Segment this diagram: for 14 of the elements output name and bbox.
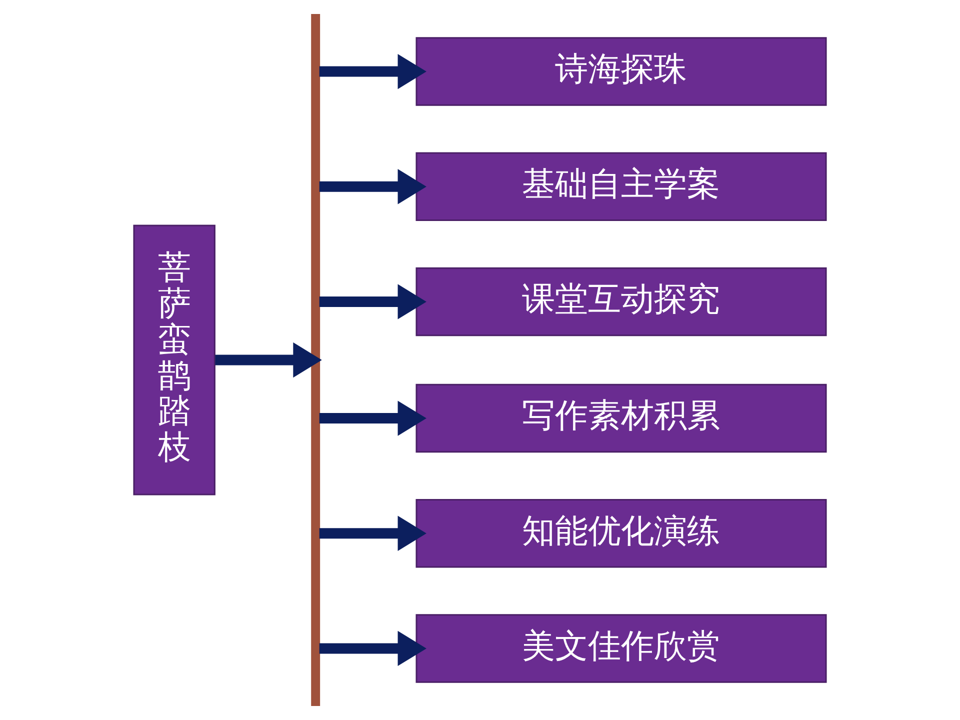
node-box: 菩萨蛮鹊踏枝 bbox=[133, 224, 216, 496]
node-box: 知能优化演练 bbox=[416, 499, 827, 568]
node-box: 诗海探珠 bbox=[416, 37, 827, 106]
node-box: 美文佳作欣赏 bbox=[416, 614, 827, 683]
arrow bbox=[319, 284, 426, 320]
arrow bbox=[319, 54, 426, 90]
node-box: 课堂互动探究 bbox=[416, 267, 827, 336]
arrow bbox=[319, 400, 426, 436]
arrow bbox=[319, 630, 426, 666]
node-box: 写作素材积累 bbox=[416, 384, 827, 453]
arrow bbox=[215, 342, 322, 378]
arrow bbox=[319, 516, 426, 551]
node-box: 基础自主学案 bbox=[416, 152, 827, 221]
arrow bbox=[319, 169, 426, 204]
